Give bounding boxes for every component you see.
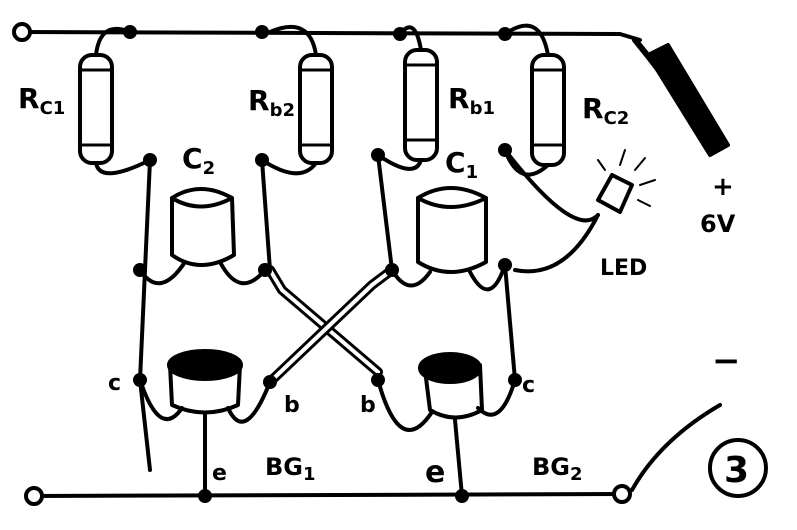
- figure-number: 3: [724, 450, 749, 491]
- label-6v: 6V: [700, 210, 736, 238]
- battery-clip: [646, 43, 730, 157]
- label-c-bg2: c: [522, 373, 535, 398]
- label-e-bg1: e: [212, 461, 227, 486]
- negative-lead-wire: [630, 403, 722, 492]
- label-bg2: BG2: [532, 453, 583, 485]
- label-b-bg2: b: [360, 393, 376, 418]
- positive-rail: [20, 30, 642, 42]
- label-c2: C2: [182, 142, 215, 179]
- label-c1: C1: [445, 146, 478, 183]
- label-plus: +: [712, 172, 734, 202]
- label-rb1: Rb1: [448, 82, 495, 119]
- label-c-bg1: c: [108, 371, 121, 396]
- label-rc2: RC2: [582, 92, 629, 129]
- label-b-bg1: b: [284, 393, 300, 418]
- label-led: LED: [600, 256, 647, 281]
- label-minus: −: [712, 341, 741, 381]
- capacitor-c1: [416, 186, 488, 274]
- label-bg1: BG1: [265, 453, 316, 485]
- label-rb2: Rb2: [248, 84, 295, 121]
- figure-number-circle: [708, 438, 768, 498]
- label-e-bg2: e: [425, 455, 445, 490]
- negative-rail: [32, 492, 624, 498]
- label-rc1: RC1: [18, 82, 65, 119]
- led: [596, 173, 634, 214]
